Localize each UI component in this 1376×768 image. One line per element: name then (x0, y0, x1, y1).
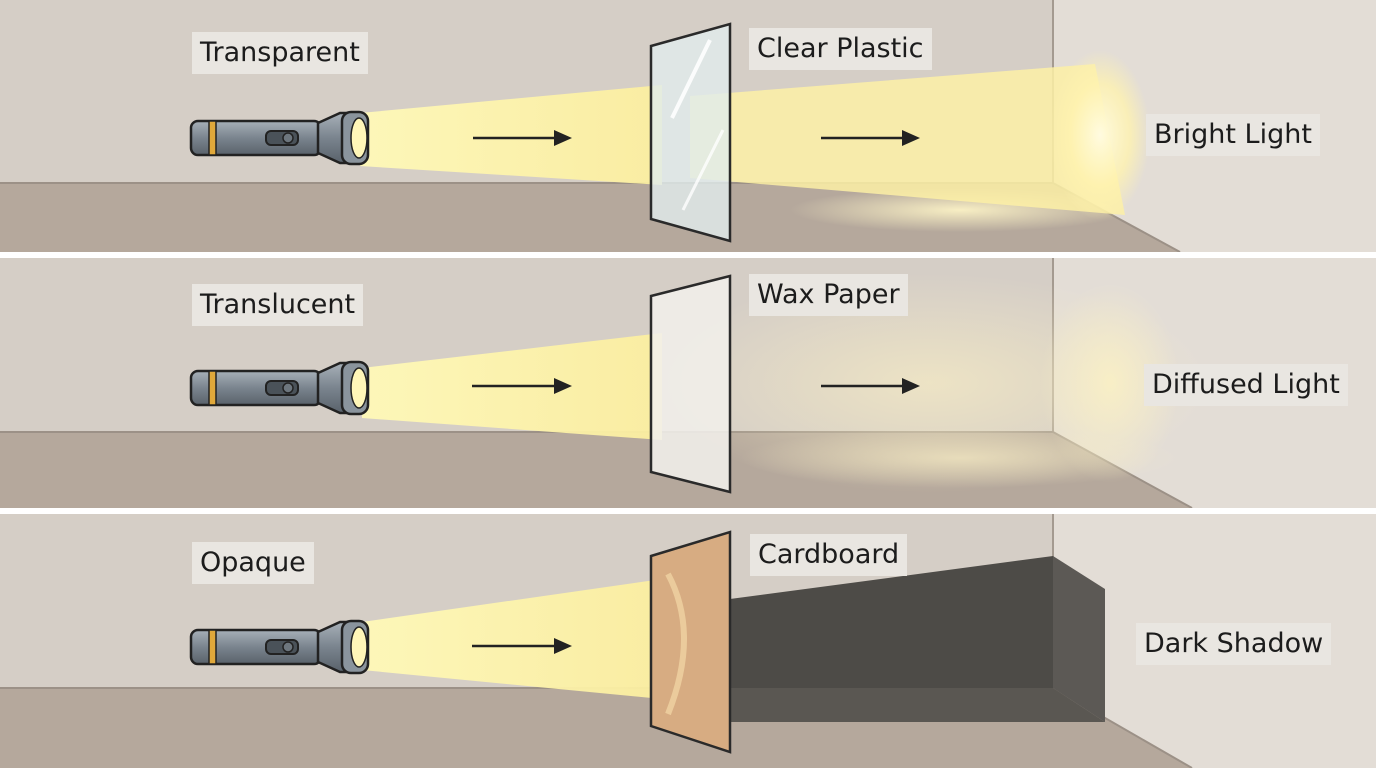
dark-shadow-side (1053, 556, 1105, 722)
category-label: Transparent (192, 32, 368, 74)
arrow-before-material (473, 130, 572, 146)
arrow-before-material (472, 378, 572, 394)
arrow-after-material (821, 378, 920, 394)
arrow-before-material (472, 638, 572, 654)
wall-light-spot (1040, 283, 1180, 483)
panel-translucent: Translucent Wax Paper Diffused Light (0, 258, 1376, 508)
material-sheet-clear-plastic (649, 22, 732, 243)
category-label: Opaque (192, 542, 314, 584)
material-sheet-cardboard (649, 530, 732, 754)
panel-opaque: Opaque Cardboard Dark Shadow (0, 514, 1376, 768)
result-label: Diffused Light (1144, 364, 1348, 406)
dark-shadow-floor (730, 688, 1105, 722)
panel-opaque-art (0, 514, 1376, 768)
dark-shadow-wall (730, 556, 1053, 688)
panel-transparent-art (0, 0, 1376, 252)
flashlight (189, 360, 370, 416)
arrow-after-material (821, 130, 920, 146)
light-beam-incoming (360, 85, 662, 185)
result-label: Dark Shadow (1136, 623, 1332, 665)
result-label: Bright Light (1146, 114, 1320, 156)
material-label: Wax Paper (749, 274, 908, 316)
material-sheet-wax-paper (649, 274, 732, 494)
material-label: Cardboard (750, 534, 908, 576)
flashlight (189, 619, 370, 675)
flashlight (189, 110, 370, 166)
material-label: Clear Plastic (749, 28, 932, 70)
wall-light-spot (1050, 50, 1150, 220)
light-beam-incoming (362, 579, 662, 699)
panel-transparent: Transparent Clear Plastic Bright Light (0, 0, 1376, 252)
category-label: Translucent (192, 284, 364, 326)
